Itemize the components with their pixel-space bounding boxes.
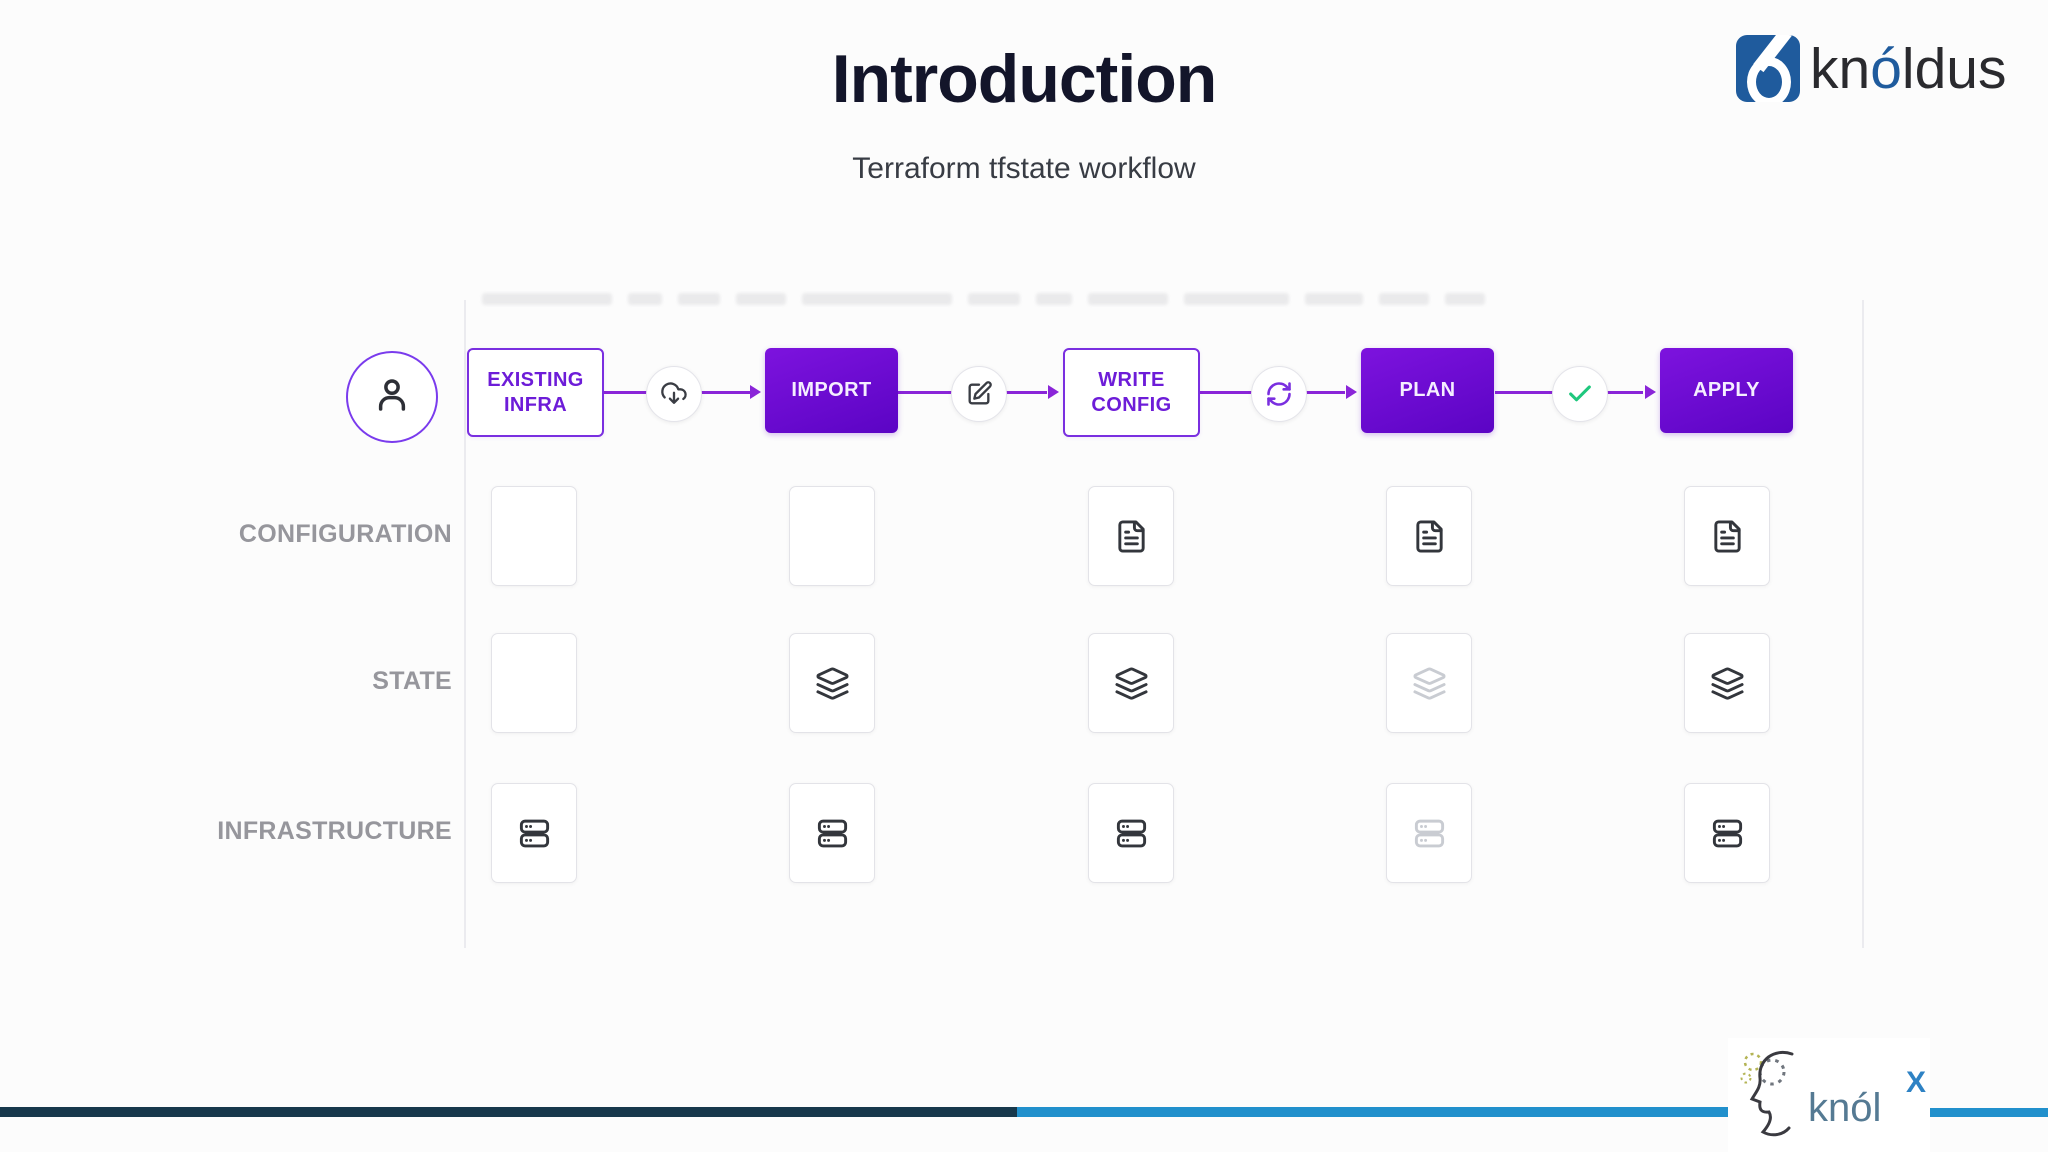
matrix-cell <box>491 633 577 733</box>
matrix-cell <box>1684 486 1770 586</box>
matrix-cell <box>789 633 875 733</box>
arrowhead-icon <box>1346 385 1357 399</box>
page-title: Introduction <box>831 41 1218 117</box>
row-label-state: STATE <box>372 667 452 695</box>
check-icon <box>1552 366 1608 422</box>
wordmark-accent: ó <box>1870 36 1902 101</box>
knolx-x-mark: X <box>1906 1066 1927 1099</box>
file-icon <box>1710 519 1745 554</box>
arrowhead-icon <box>1645 385 1656 399</box>
step-existing-infra: EXISTING INFRA <box>467 348 604 437</box>
ghost-fragment <box>628 293 662 305</box>
file-icon <box>1114 519 1149 554</box>
wordmark-pre: kn <box>1810 36 1871 101</box>
ghost-fragment <box>1445 293 1485 305</box>
matrix-cell <box>1386 633 1472 733</box>
knoldus-wordmark: knóldus <box>1810 36 2006 102</box>
matrix-cell <box>1088 486 1174 586</box>
wordmark-post: ldus <box>1901 36 2007 101</box>
step-apply: APPLY <box>1660 348 1793 433</box>
knoldus-logo: knóldus <box>1736 35 2006 102</box>
matrix-cell <box>1684 633 1770 733</box>
ghost-fragment <box>736 293 786 305</box>
footer-bar-blue-right <box>1930 1108 2048 1117</box>
ghost-fragment <box>1379 293 1429 305</box>
ghost-fragment <box>482 293 612 305</box>
ghost-fragment <box>1305 293 1363 305</box>
ghost-fragment <box>802 293 952 305</box>
server-icon <box>815 816 850 851</box>
matrix-cell <box>491 486 577 586</box>
server-icon <box>517 816 552 851</box>
edit-icon <box>951 366 1007 422</box>
matrix-cell <box>789 783 875 883</box>
page-subtitle: Terraform tfstate workflow <box>852 152 1196 185</box>
user-icon <box>371 374 413 421</box>
layers-icon <box>815 666 850 701</box>
matrix-cell <box>1088 633 1174 733</box>
layers-icon <box>1412 666 1447 701</box>
row-label-infrastructure: INFRASTRUCTURE <box>217 817 452 845</box>
server-icon <box>1412 816 1447 851</box>
knolx-face-icon <box>1740 1051 1794 1137</box>
matrix-cell <box>491 783 577 883</box>
server-icon <box>1710 816 1745 851</box>
badge-ring-shape <box>1747 57 1791 102</box>
footer-bar-dark <box>0 1107 1017 1117</box>
step-write-config: WRITE CONFIG <box>1063 348 1200 437</box>
knolx-logo: knól X <box>1728 1038 1930 1152</box>
layers-icon <box>1114 666 1149 701</box>
cloud-download-icon <box>646 366 702 422</box>
server-icon <box>1114 816 1149 851</box>
knoldus-badge-icon <box>1736 35 1800 102</box>
ghost-fragment <box>968 293 1020 305</box>
layers-icon <box>1710 666 1745 701</box>
matrix-cell <box>1684 783 1770 883</box>
step-plan: PLAN <box>1361 348 1494 433</box>
arrowhead-icon <box>750 385 761 399</box>
panel-edge-right <box>1862 300 1864 948</box>
ghost-fragment <box>678 293 720 305</box>
ghost-fragment <box>1036 293 1072 305</box>
file-icon <box>1412 519 1447 554</box>
row-label-configuration: CONFIGURATION <box>238 520 452 548</box>
actor-avatar <box>346 351 438 443</box>
footer-bar-blue <box>1017 1107 1728 1117</box>
ghost-fragment <box>1184 293 1289 305</box>
matrix-cell <box>789 486 875 586</box>
step-import: IMPORT <box>765 348 898 433</box>
refresh-icon <box>1251 366 1307 422</box>
arrowhead-icon <box>1048 385 1059 399</box>
panel-edge-left <box>464 300 466 948</box>
matrix-cell <box>1386 486 1472 586</box>
knolx-wordmark: knól <box>1808 1086 1882 1130</box>
matrix-cell <box>1386 783 1472 883</box>
matrix-cell <box>1088 783 1174 883</box>
blurred-ghost-text <box>482 293 1485 305</box>
ghost-fragment <box>1088 293 1168 305</box>
